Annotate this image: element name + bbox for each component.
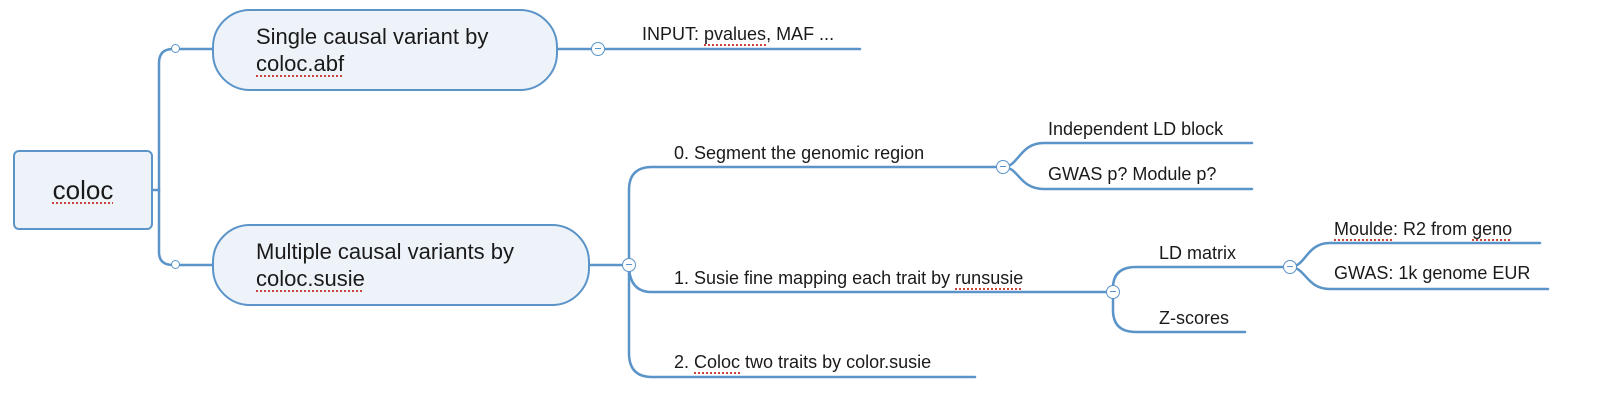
collapse-toggle-step0[interactable] [996,160,1010,174]
collapse-toggle-step1[interactable] [1106,285,1120,299]
collapse-toggle-single[interactable] [591,42,605,56]
root-to-single-connector [157,47,214,192]
step0-child-gwas-module[interactable]: GWAS p? Module p? [1048,164,1217,184]
z-scores-label[interactable]: Z-scores [1159,308,1230,328]
single-causal-variant-label: Single causal variant by coloc.abf [256,23,488,77]
single-method: coloc.abf [256,51,345,76]
ld-child-gwas-1k[interactable]: GWAS: 1k genome EUR [1334,263,1531,283]
multiple-causal-variants-label: Multiple causal variants by coloc.susie [256,238,514,292]
single-causal-variant-node[interactable]: Single causal variant by coloc.abf [212,9,558,91]
step0-child-ld-block[interactable]: Independent LD block [1048,119,1224,139]
root-node[interactable]: coloc [13,150,153,230]
step1-tool: runsusie [955,268,1024,288]
step1-ld-connector [1111,265,1292,294]
root-to-multiple-connector [157,188,214,267]
step0-label[interactable]: 0. Segment the genomic region [674,143,925,163]
ld-child-moulde[interactable]: Moulde: R2 from geno [1334,219,1513,239]
multiple-line1: Multiple causal variants by [256,239,515,264]
ld-matrix-label[interactable]: LD matrix [1159,243,1237,263]
single-line1: Single causal variant by [256,24,489,49]
step2-coloc-word: Coloc [694,352,741,372]
collapse-toggle-ld-matrix[interactable] [1283,260,1297,274]
step2-label[interactable]: 2. Coloc two traits by color.susie [674,352,932,372]
single-branch-joint-dot [171,44,180,53]
root-label: coloc [52,174,114,205]
step1-label[interactable]: 1. Susie fine mapping each trait by runs… [674,268,1024,288]
moulde-word: Moulde [1334,219,1394,239]
geno-word: geno [1472,219,1513,239]
multiple-method: coloc.susie [256,266,365,291]
multiple-branch-joint-dot [171,260,180,269]
input-pvalues-word: pvalues [704,24,767,44]
step2-connector [627,263,977,379]
collapse-toggle-multiple[interactable] [622,258,636,272]
input-note[interactable]: INPUT: pvalues, MAF ... [642,24,835,44]
step0-connector [627,165,1005,267]
step1-z-connector [1111,290,1247,334]
multiple-causal-variants-node[interactable]: Multiple causal variants by coloc.susie [212,224,590,306]
